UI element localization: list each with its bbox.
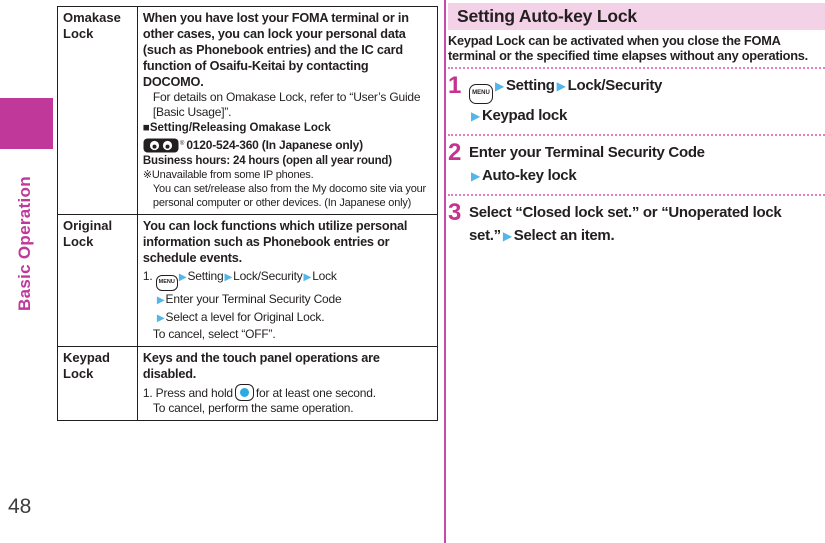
dotted-separator (448, 67, 825, 69)
arrow-icon: ▶ (501, 229, 514, 243)
chapter-label: Basic Operation (15, 151, 43, 311)
freedial-icon (143, 138, 179, 153)
arrow-icon: ▶ (178, 272, 188, 283)
phone-number: 0120-524-360 (In Japanese only) (186, 137, 363, 154)
section-intro: Keypad Lock can be activated when you cl… (448, 33, 825, 63)
registered-mark: ® (180, 136, 184, 153)
arrow-icon: ▶ (156, 313, 166, 324)
arrow-icon: ▶ (555, 79, 568, 93)
row-label-omakase-lock: Omakase Lock (58, 7, 138, 215)
bullet-item: ⿠ To cancel, perform the same operation. (143, 401, 432, 416)
row-content-omakase-lock: When you have lost your FOMA terminal or… (137, 7, 437, 215)
multi-guide-key-icon (235, 384, 254, 401)
business-hours: Business hours: 24 hours (open all year … (143, 154, 432, 168)
arrow-icon: ▶ (223, 272, 233, 283)
dotted-separator (448, 134, 825, 136)
subheading: ■Setting/Releasing Omakase Lock (143, 121, 432, 136)
bullet-icon: ⿠ (143, 401, 153, 416)
arrow-icon: ▶ (303, 272, 313, 283)
description-text: Keys and the touch panel operations are … (143, 350, 432, 382)
page-number: 48 (8, 495, 31, 519)
section-title: Setting Auto-key Lock (448, 3, 825, 30)
table-row: Omakase Lock When you have lost your FOM… (58, 7, 438, 215)
column-divider-line (444, 0, 446, 543)
numbered-step: 1. MENU▶Setting▶Lock/Security▶Lock ▶Ente… (143, 268, 432, 327)
row-content-keypad-lock: Keys and the touch panel operations are … (137, 347, 437, 421)
note-text: ※Unavailable from some IP phones. (143, 168, 432, 182)
row-label-keypad-lock: Keypad Lock (58, 347, 138, 421)
step-number: 2 (448, 141, 469, 188)
step-number: 3 (448, 201, 469, 248)
bullet-item: ⿠ To cancel, select “OFF”. (143, 327, 432, 342)
phone-line: ® 0120-524-360 (In Japanese only) (143, 136, 432, 154)
step-1: 1 MENU▶Setting▶Lock/Security ▶Keypad loc… (448, 71, 825, 130)
table-row: Original Lock You can lock functions whi… (58, 215, 438, 347)
step-3: 3 Select “Closed lock set.” or “Unoperat… (448, 198, 825, 250)
bullet-item: ⿠ For details on Omakase Lock, refer to … (143, 90, 432, 120)
step-number: 1 (448, 74, 469, 128)
table-row: Keypad Lock Keys and the touch panel ope… (58, 347, 438, 421)
bullet-icon: ⿠ (143, 90, 153, 120)
step-2: 2 Enter your Terminal Security Code ▶Aut… (448, 138, 825, 190)
lock-types-table: Omakase Lock When you have lost your FOM… (57, 6, 438, 421)
arrow-icon: ▶ (469, 169, 482, 183)
description-text: You can lock functions which utilize per… (143, 218, 432, 266)
row-label-original-lock: Original Lock (58, 215, 138, 347)
chapter-tab (0, 98, 53, 149)
numbered-step: 1. Press and holdfor at least one second… (143, 384, 432, 401)
section-auto-key-lock: Setting Auto-key Lock Keypad Lock can be… (448, 0, 825, 250)
row-content-original-lock: You can lock functions which utilize per… (137, 215, 437, 347)
arrow-icon: ▶ (493, 79, 506, 93)
menu-key-icon: MENU (469, 84, 493, 104)
arrow-icon: ▶ (156, 295, 166, 306)
bullet-item: ⿠ You can set/release also from the My d… (143, 182, 432, 210)
dotted-separator (448, 194, 825, 196)
menu-key-icon: MENU (156, 275, 178, 291)
bullet-icon: ⿠ (143, 327, 153, 342)
bullet-icon: ⿠ (143, 182, 153, 210)
description-text: When you have lost your FOMA terminal or… (143, 10, 432, 90)
arrow-icon: ▶ (469, 109, 482, 123)
